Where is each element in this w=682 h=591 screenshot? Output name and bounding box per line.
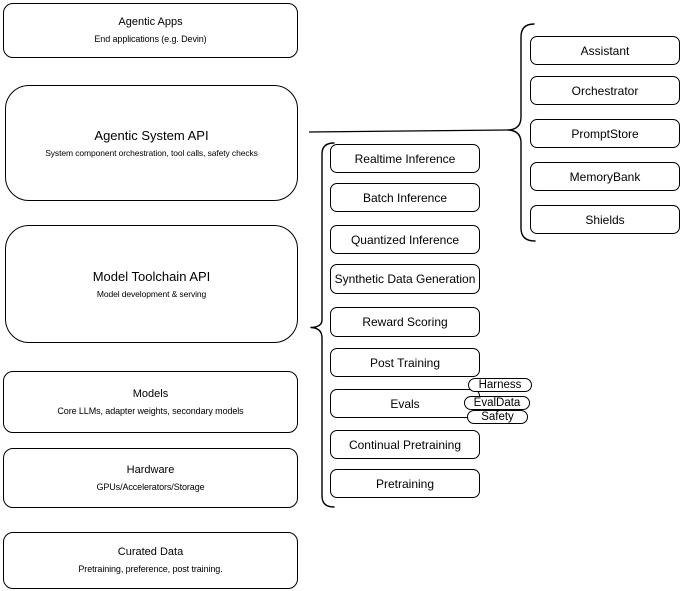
node-subtitle: Pretraining, preference, post training.	[78, 564, 223, 574]
service-pretraining: Pretraining	[330, 469, 480, 498]
service-batch-inference: Batch Inference	[330, 183, 480, 212]
toolchain-services-brace	[310, 142, 335, 508]
node-models: Models Core LLMs, adapter weights, secon…	[3, 371, 298, 433]
node-model-toolchain-api: Model Toolchain API Model development & …	[5, 225, 298, 343]
service-post-training: Post Training	[330, 348, 480, 377]
eval-tag-safety: Safety	[467, 410, 528, 424]
service-evals: Evals	[330, 389, 480, 418]
node-agentic-system-api: Agentic System API System component orch…	[5, 85, 298, 201]
node-curated-data: Curated Data Pretraining, preference, po…	[3, 532, 298, 589]
component-assistant: Assistant	[530, 36, 680, 65]
service-quantized-inference: Quantized Inference	[330, 225, 480, 254]
node-agentic-apps: Agentic Apps End applications (e.g. Devi…	[3, 3, 298, 58]
node-subtitle: GPUs/Accelerators/Storage	[96, 481, 205, 492]
system-api-connector-line	[308, 129, 509, 133]
service-reward-scoring: Reward Scoring	[330, 307, 480, 337]
service-realtime-inference: Realtime Inference	[330, 144, 480, 173]
node-subtitle: End applications (e.g. Devin)	[94, 34, 207, 44]
service-continual-pretraining: Continual Pretraining	[330, 430, 480, 459]
component-memorybank: MemoryBank	[530, 162, 680, 191]
component-orchestrator: Orchestrator	[530, 76, 680, 105]
component-shields: Shields	[530, 205, 680, 234]
node-subtitle: System component orchestration, tool cal…	[45, 147, 258, 158]
eval-tag-harness: Harness	[468, 378, 532, 392]
node-title: Agentic Apps	[118, 16, 183, 28]
node-title: Hardware	[126, 463, 175, 476]
node-title: Agentic System API	[94, 127, 209, 143]
node-subtitle: Model development & serving	[96, 288, 207, 299]
node-hardware: Hardware GPUs/Accelerators/Storage	[3, 448, 298, 508]
component-promptstore: PromptStore	[530, 119, 680, 148]
node-title: Curated Data	[117, 546, 184, 558]
node-title: Models	[132, 387, 169, 400]
service-synthetic-data-generation: Synthetic Data Generation	[330, 264, 480, 294]
node-title: Model Toolchain API	[92, 268, 211, 284]
eval-tag-evaldata: EvalData	[464, 396, 530, 410]
system-components-brace	[507, 23, 536, 242]
node-subtitle: Core LLMs, adapter weights, secondary mo…	[57, 405, 244, 416]
